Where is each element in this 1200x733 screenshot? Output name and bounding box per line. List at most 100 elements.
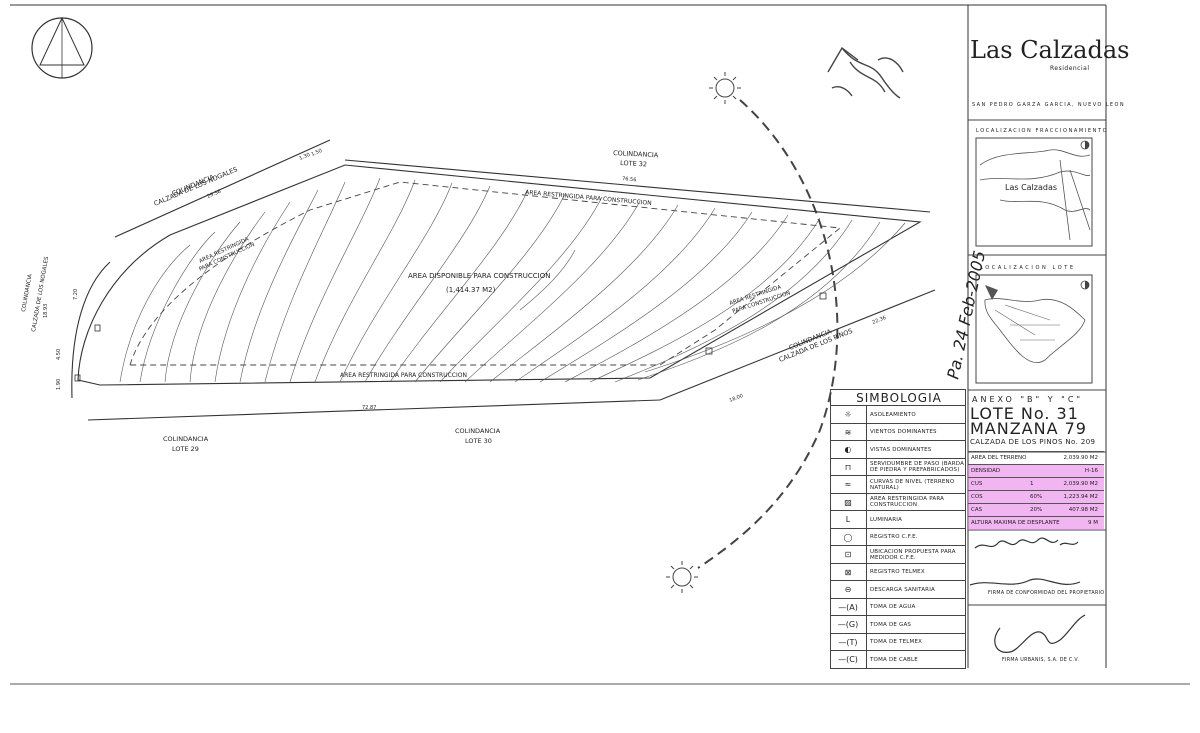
simbologia-symbol-icon: L [830, 511, 867, 529]
simbologia-symbol-icon: ◯ [830, 528, 867, 546]
lot-data-factor: 60% [1030, 494, 1043, 500]
fraccionamiento-map-label: Las Calzadas [1005, 183, 1058, 192]
simbologia-item-label: SERVIDUMBRE DE PASO (BARDA DE PIEDRA Y P… [870, 461, 965, 474]
lote29-label: LOTE 29 [172, 445, 199, 453]
signature-company-caption: FIRMA URBANIS, S.A. DE C.V. [1002, 658, 1080, 663]
dim-right-lower: 22.36 [872, 315, 888, 326]
dim-right-mid: 18.00 [729, 393, 745, 404]
lot-boundary [71, 139, 936, 421]
fraccionamiento-locator-map [975, 137, 1093, 247]
simbologia-item-label: DESCARGA SANITARIA [870, 586, 935, 593]
colindancia-nogales-side-label: COLINDANCIA [21, 273, 34, 312]
lote30-label: LOTE 30 [465, 437, 492, 445]
restricted-area-boundary [129, 181, 842, 366]
simbologia-item: ⊡UBICACION PROPUESTA PARA MEDIDOR C.F.E. [830, 545, 966, 564]
lote32-label: LOTE 32 [620, 159, 647, 168]
area-disponible-label: AREA DISPONIBLE PARA CONSTRUCCION [408, 272, 550, 280]
simbologia-item: ◯REGISTRO C.F.E. [830, 527, 966, 546]
dim-150: 1.50 [310, 148, 323, 158]
simbologia-title: SIMBOLOGIA [856, 391, 942, 405]
simbologia-item: ▨AREA RESTRINGIDA PARA CONSTRUCCION [830, 492, 966, 511]
sun-path [697, 99, 839, 569]
lot-data-label: ALTURA MAXIMA DE DESPLANTE [971, 520, 1060, 526]
simbologia-symbol-icon: ⊓ [830, 458, 867, 476]
simbologia-item-label: TOMA DE AGUA [870, 604, 916, 611]
simbologia-item: ⊠REGISTRO TELMEX [830, 562, 966, 581]
simbologia-symbol-icon: —(T) [830, 633, 867, 651]
simbologia-symbol-icon: ◐ [830, 441, 867, 459]
contour-lines [119, 177, 906, 383]
signature-owner-caption: FIRMA DE CONFORMIDAD DEL PROPIETARIO [988, 591, 1105, 596]
calzada-nogales-side-label: CALZADA DE LOS NOGALES [31, 256, 50, 333]
dim-top: 76.56 [622, 176, 637, 183]
simbologia-item-label: AREA RESTRINGIDA PARA CONSTRUCCION [870, 496, 945, 509]
lot-data-factor: 1 [1030, 481, 1034, 487]
simbologia-item-label: TOMA DE GAS [870, 621, 912, 628]
simbologia-symbol-icon: ⊡ [830, 546, 867, 564]
dim-130: 1.30 [298, 152, 311, 162]
simbologia-item: —(T)TOMA DE TELMEX [830, 632, 966, 651]
simbologia-item: ◐VISTAS DOMINANTES [830, 440, 966, 459]
simbologia-symbol-icon: —(C) [830, 651, 867, 669]
simbologia-symbol-icon: —(G) [830, 616, 867, 634]
simbologia-item-label: ASOLEAMIENTO [870, 411, 916, 418]
lot-data-label: AREA DEL TERRENO [971, 455, 1027, 461]
north-compass-icon [31, 16, 93, 79]
lot-data-label: CAS [971, 507, 983, 513]
simbologia-symbol-icon: ⊖ [830, 581, 867, 599]
sun-icon [709, 72, 741, 104]
lot-data-row: DENSIDAD H-16 [968, 464, 1104, 478]
restringida-bottom-label: AREA RESTRINGIDA PARA CONSTRUCCION [340, 372, 467, 379]
dim-bottom: 72.87 [362, 405, 376, 411]
simbologia-item-label: VIENTOS DOMINANTES [870, 429, 937, 436]
colindancia-lote32-label: COLINDANCIA [613, 149, 659, 159]
sun-icon [666, 561, 698, 593]
calzada-address: CALZADA DE LOS PINOS No. 209 [970, 438, 1096, 446]
simbologia-item-label: TOMA DE TELMEX [870, 639, 923, 646]
simbologia-item: —(A)TOMA DE AGUA [830, 597, 966, 616]
simbologia-symbol-icon: —(A) [830, 598, 867, 616]
simbologia-item-label: CURVAS DE NIVEL (TERRENO NATURAL) [870, 478, 955, 491]
lot-data-value: H-16 [1084, 468, 1098, 474]
simbologia-item-label: REGISTRO C.F.E. [870, 534, 918, 541]
colindancia-lote29-label: COLINDANCIA [163, 435, 209, 443]
lot-data-value: 2,039.90 M2 [1063, 481, 1099, 487]
area-disponible-value: (1,414.37 M2) [446, 286, 496, 294]
lot-data-value: 2,039.90 M2 [1063, 455, 1099, 461]
simbologia-item-label: VISTAS DOMINANTES [870, 446, 932, 453]
manzana-number: MANZANA 79 [970, 419, 1087, 438]
lot-data-value: 9 M [1088, 520, 1098, 526]
lote-number: LOTE No. 31 [970, 404, 1079, 423]
dim-720: 7.20 [73, 289, 79, 300]
brand-location: SAN PEDRO GARZA GARCIA, NUEVO LEON [972, 102, 1125, 108]
simbologia-item: —(G)TOMA DE GAS [830, 615, 966, 634]
lot-data-value: 407.98 M2 [1068, 507, 1098, 513]
simbologia-item: ⊓SERVIDUMBRE DE PASO (BARDA DE PIEDRA Y … [830, 457, 966, 476]
simbologia-item: —(C)TOMA DE CABLE [830, 650, 966, 669]
colindancia-lote30-label: COLINDANCIA [455, 427, 501, 435]
simbologia-symbol-icon: ≋ [830, 423, 867, 441]
lot-data-label: COS [971, 494, 983, 500]
simbologia-item: ☼ASOLEAMIENTO [830, 405, 966, 424]
anexo-title: ANEXO "B" Y "C" [972, 395, 1084, 404]
wind-arrow-icon [827, 46, 904, 99]
simbologia-item-label: UBICACION PROPUESTA PARA MEDIDOR C.F.E. [870, 548, 956, 561]
lot-data-label: CUS [971, 481, 983, 487]
simbologia-item-label: TOMA DE CABLE [870, 656, 918, 663]
lot-data-label: DENSIDAD [971, 468, 1001, 474]
simbologia-symbol-icon: ☼ [830, 406, 867, 424]
localizacion-lote-title: LOCALIZACION LOTE [980, 265, 1076, 271]
brand-sub: Residencial [1050, 65, 1090, 72]
dim-450: 4.50 [56, 349, 62, 360]
lot-data-row: AREA DEL TERRENO 2,039.90 M2 [968, 451, 1104, 465]
lote-locator-map [975, 274, 1093, 384]
simbologia-symbol-icon: ▨ [830, 493, 867, 511]
brand-name: Las Calzadas [970, 36, 1130, 64]
simbologia-item-label: LUMINARIA [870, 516, 903, 523]
simbologia-panel: SIMBOLOGIA [830, 389, 966, 669]
dim-left-side: 18.93 [43, 304, 49, 318]
